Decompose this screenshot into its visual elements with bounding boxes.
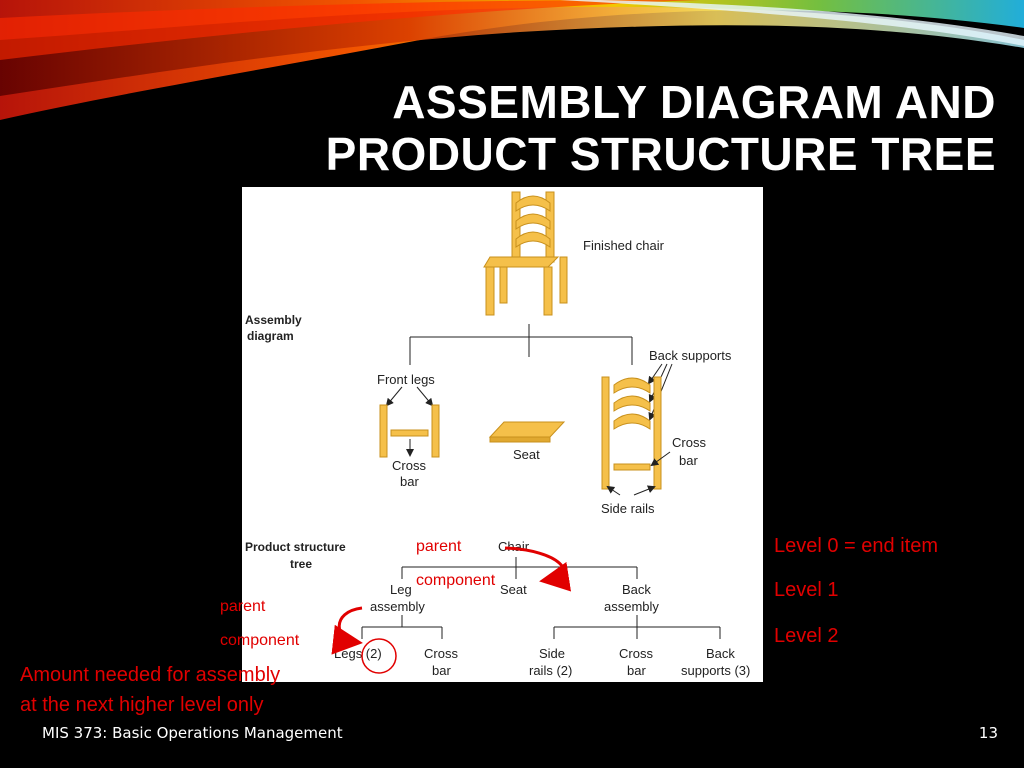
annotation-component-2: component — [220, 632, 300, 649]
tree-side-rails-b: rails (2) — [529, 663, 572, 678]
assembly-branch-lines — [409, 324, 633, 365]
cross-bar-b-label-2: bar — [679, 453, 698, 468]
seat-label: Seat — [513, 447, 540, 462]
section-tree-label-2: tree — [290, 557, 312, 571]
back-assembly-image — [601, 376, 662, 490]
amount-note-line-2: at the next higher level only — [20, 694, 264, 716]
tree-seat: Seat — [500, 582, 527, 597]
annotation-parent-1: parent — [416, 538, 462, 555]
cross-bar-a-label-1: Cross — [392, 458, 426, 473]
side-rails-label: Side rails — [601, 501, 655, 516]
back-supports-label: Back supports — [649, 348, 732, 363]
finished-chair-image — [483, 191, 568, 316]
tree-back-assembly-2: assembly — [604, 599, 659, 614]
assembly-diagram: Finished chair Assembly diagram Front le… — [245, 191, 750, 678]
parent-component-curve-1 — [504, 546, 572, 592]
seat-image — [488, 421, 566, 443]
parent-component-curve-2 — [331, 606, 363, 655]
header-swoosh — [0, 0, 1024, 120]
tree-cross-bar-2-a: Cross — [619, 646, 653, 661]
section-assembly-label-1: Assembly — [245, 313, 302, 327]
front-legs-arrow-right — [416, 386, 434, 407]
cross-bar-a-label-2: bar — [400, 474, 419, 489]
footer-course: MIS 373: Basic Operations Management — [42, 724, 343, 742]
side-rails-arrow-left — [606, 485, 621, 496]
front-legs-arrow-left — [385, 386, 403, 407]
tree-back-supports-b: supports (3) — [681, 663, 750, 678]
level-2-label: Level 2 — [774, 625, 839, 647]
tree-cross-bar-1-b: bar — [432, 663, 451, 678]
section-assembly-label-2: diagram — [247, 329, 294, 343]
front-legs-image — [379, 404, 440, 458]
amount-note-line-1: Amount needed for assembly — [20, 664, 281, 686]
level-1-label: Level 1 — [774, 579, 839, 601]
level-0-label: Level 0 = end item — [774, 535, 938, 557]
diagram-panel: Finished chair Assembly diagram Front le… — [242, 187, 763, 682]
legs-quantity-circle — [361, 638, 397, 674]
side-rails-arrow-right — [633, 485, 656, 496]
page-number: 13 — [978, 724, 998, 742]
annotation-parent-2: parent — [220, 598, 266, 615]
front-legs-label: Front legs — [377, 372, 435, 387]
tree-cross-bar-2-b: bar — [627, 663, 646, 678]
slide-title-line-1: ASSEMBLY DIAGRAM AND — [392, 76, 996, 128]
tree-back-assembly-1: Back — [622, 582, 651, 597]
slide-title: ASSEMBLY DIAGRAM AND PRODUCT STRUCTURE T… — [326, 76, 996, 180]
finished-chair-label: Finished chair — [583, 238, 665, 253]
annotation-component-1: component — [416, 572, 496, 589]
slide-title-line-2: PRODUCT STRUCTURE TREE — [325, 128, 996, 180]
cross-bar-b-label-1: Cross — [672, 435, 706, 450]
tree-cross-bar-1-a: Cross — [424, 646, 458, 661]
cross-bar-arrow-b — [650, 451, 671, 467]
tree-leg-assembly-2: assembly — [370, 599, 425, 614]
tree-back-supports-a: Back — [706, 646, 735, 661]
tree-leg-assembly-1: Leg — [390, 582, 412, 597]
tree-side-rails-a: Side — [539, 646, 565, 661]
section-tree-label-1: Product structure — [245, 540, 346, 554]
